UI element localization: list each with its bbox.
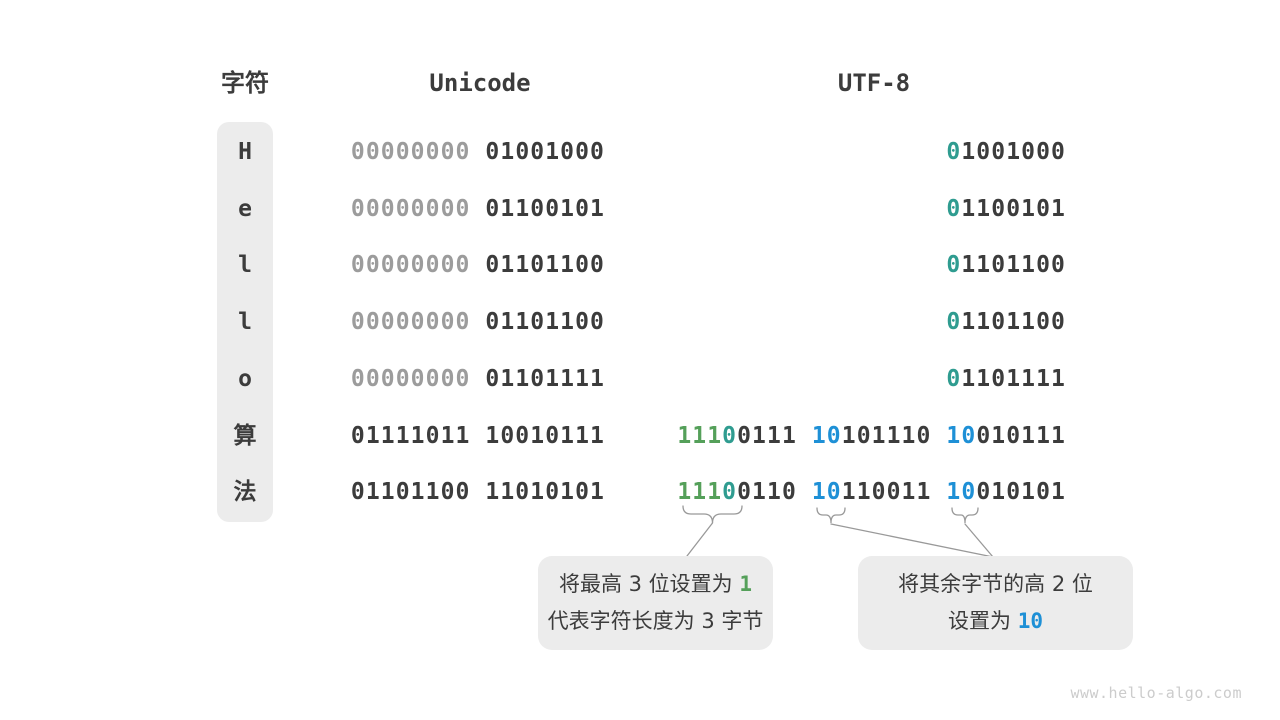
text-segment: 0	[722, 422, 738, 449]
char-cell: 法	[233, 479, 257, 506]
callout-line: 将其余字节的高 2 位	[858, 570, 1133, 599]
char-cell: H	[238, 139, 252, 165]
text-segment: 0	[946, 365, 962, 392]
underbrace-icon	[816, 507, 846, 524]
text-segment: 101110	[841, 422, 947, 449]
text-segment: 0	[946, 252, 962, 279]
char-cell: 算	[233, 422, 257, 449]
text-segment: 0	[946, 309, 962, 336]
highlighted-bits: 1	[739, 572, 753, 596]
text-segment: 10	[811, 479, 842, 506]
watermark: www.hello-algo.com	[1070, 684, 1242, 702]
utf8-binary: 01100101	[946, 194, 1066, 224]
text-segment: 00000000	[350, 309, 486, 336]
header-utf8-column: UTF-8	[837, 69, 911, 97]
char-column-background	[217, 122, 273, 522]
text-segment: 1101100	[961, 252, 1066, 279]
text-segment: 0	[946, 195, 962, 222]
text-segment: 010111	[976, 422, 1066, 449]
callout-text: 将最高 3 位设置为	[558, 572, 740, 596]
text-segment: 01111011 10010111	[350, 422, 605, 449]
text-segment: 00000000	[350, 252, 486, 279]
utf8-binary: 01001000	[946, 137, 1066, 167]
text-segment: 0111	[737, 422, 812, 449]
text-segment: 0	[946, 139, 962, 165]
text-segment: 111	[677, 422, 723, 449]
char-cell: e	[238, 195, 252, 222]
utf8-binary: 11100111 10101110 10010111	[677, 421, 1066, 451]
text-segment: 110011	[841, 479, 947, 506]
utf8-binary: 01101100	[946, 250, 1066, 280]
text-segment: 0	[722, 479, 738, 506]
utf8-binary: 01101111	[946, 364, 1066, 394]
unicode-binary: 01101100 11010101	[351, 477, 605, 507]
callout-line: 设置为 10	[858, 607, 1133, 636]
text-segment: 1100101	[961, 195, 1066, 222]
utf8-binary: 01101100	[946, 307, 1066, 337]
callout-continuation-bits: 将其余字节的高 2 位设置为 10	[858, 556, 1133, 650]
callout-text: 代表字符长度为 3 字节	[547, 609, 764, 633]
text-segment: 111	[677, 479, 723, 506]
underbrace-icon	[951, 507, 979, 524]
text-segment: 10	[946, 422, 977, 449]
text-segment: 10	[811, 422, 842, 449]
text-segment: 10	[946, 479, 977, 506]
text-segment: 1101100	[961, 309, 1066, 336]
connector-line	[964, 523, 994, 558]
text-segment: 010101	[976, 479, 1066, 506]
text-segment: 1101111	[961, 365, 1066, 392]
text-segment: 01100101	[485, 195, 605, 222]
callout-high-bits: 将最高 3 位设置为 1 代表字符长度为 3 字节	[538, 556, 773, 650]
callout-line: 将最高 3 位设置为 1	[538, 570, 773, 599]
unicode-binary: 01111011 10010111	[351, 421, 605, 451]
unicode-binary: 00000000 01100101	[351, 194, 605, 224]
text-segment: 01101100 11010101	[350, 479, 605, 506]
text-segment: 01101111	[485, 365, 605, 392]
highlighted-bits: 10	[1017, 609, 1043, 633]
char-cell: o	[238, 365, 252, 392]
header-unicode-column: Unicode	[429, 69, 531, 97]
text-segment: 0110	[737, 479, 812, 506]
unicode-binary: 00000000 01101100	[351, 250, 605, 280]
text-segment: 01101100	[485, 252, 605, 279]
unicode-binary: 00000000 01101100	[351, 307, 605, 337]
callout-text: 将其余字节的高 2 位	[898, 572, 1093, 596]
callout-line: 代表字符长度为 3 字节	[538, 607, 773, 636]
unicode-binary: 00000000 01001000	[351, 137, 605, 167]
char-cell: l	[238, 309, 252, 336]
utf8-binary: 11100110 10110011 10010101	[677, 477, 1066, 507]
text-segment: 01101100	[485, 309, 605, 336]
header-char-column: 字符	[221, 69, 269, 97]
connector-line	[686, 522, 714, 557]
text-segment: 01001000	[485, 139, 605, 165]
text-segment: 00000000	[350, 139, 486, 165]
connector-line	[830, 523, 994, 558]
char-cell: l	[238, 252, 252, 279]
underbrace-icon	[682, 505, 743, 524]
text-segment: 00000000	[350, 365, 486, 392]
unicode-binary: 00000000 01101111	[351, 364, 605, 394]
callout-text: 设置为	[948, 609, 1018, 633]
text-segment: 00000000	[350, 195, 486, 222]
text-segment: 1001000	[961, 139, 1066, 165]
